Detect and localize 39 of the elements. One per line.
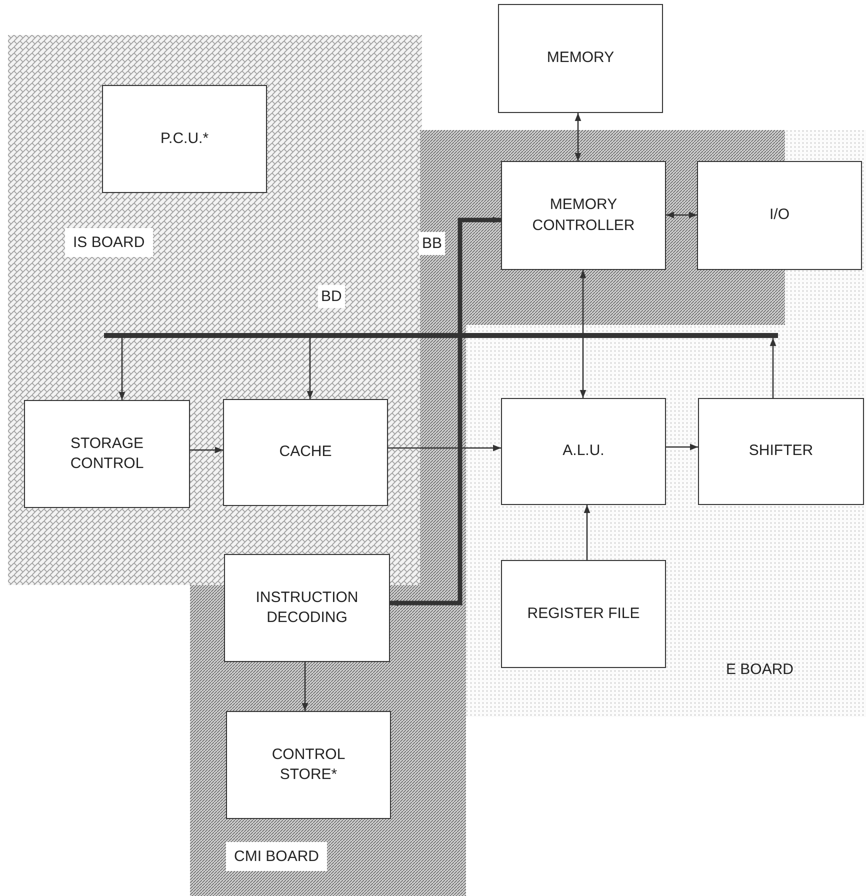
process-box — [501, 560, 666, 668]
process-box — [501, 398, 666, 505]
bus-label: BD — [318, 285, 345, 308]
arrow — [190, 446, 223, 454]
box-label: A.L.U. — [562, 441, 606, 462]
arrow — [390, 216, 501, 606]
process-box — [223, 399, 388, 506]
box-label: MEMORY CONTROLLER — [531, 195, 636, 236]
arrow — [580, 270, 586, 398]
box-label: CONTROL STORE* — [270, 744, 346, 785]
box-label: SHIFTER — [748, 441, 814, 462]
box-label: REGISTER FILE — [526, 604, 641, 624]
process-box — [501, 161, 666, 270]
arrow — [666, 212, 697, 218]
process-box — [498, 4, 663, 113]
board-label: CMI BOARD — [226, 842, 328, 871]
board-label: IS BOARD — [65, 228, 153, 257]
box-label: MEMORY — [546, 48, 616, 68]
box-label: INSTRUCTION DECODING — [254, 588, 360, 628]
process-box — [698, 398, 864, 505]
bus-label: BB — [419, 232, 446, 255]
process-box — [24, 400, 190, 508]
bus-bar — [104, 333, 778, 338]
process-box — [697, 161, 862, 270]
box-label: P.C.U.* — [159, 128, 210, 149]
board-label: E BOARD — [725, 660, 795, 680]
arrow — [302, 662, 308, 711]
board-region — [8, 35, 422, 585]
box-label: I/O — [768, 205, 790, 226]
arrow — [770, 338, 776, 398]
arrow — [388, 444, 501, 452]
process-box — [102, 85, 267, 193]
arrow — [574, 113, 582, 161]
arrow — [584, 505, 590, 560]
box-label: CACHE — [278, 442, 333, 462]
process-box — [226, 711, 391, 819]
arrow — [666, 444, 698, 450]
process-box — [224, 554, 390, 662]
box-label: STORAGE CONTROL — [69, 434, 145, 474]
